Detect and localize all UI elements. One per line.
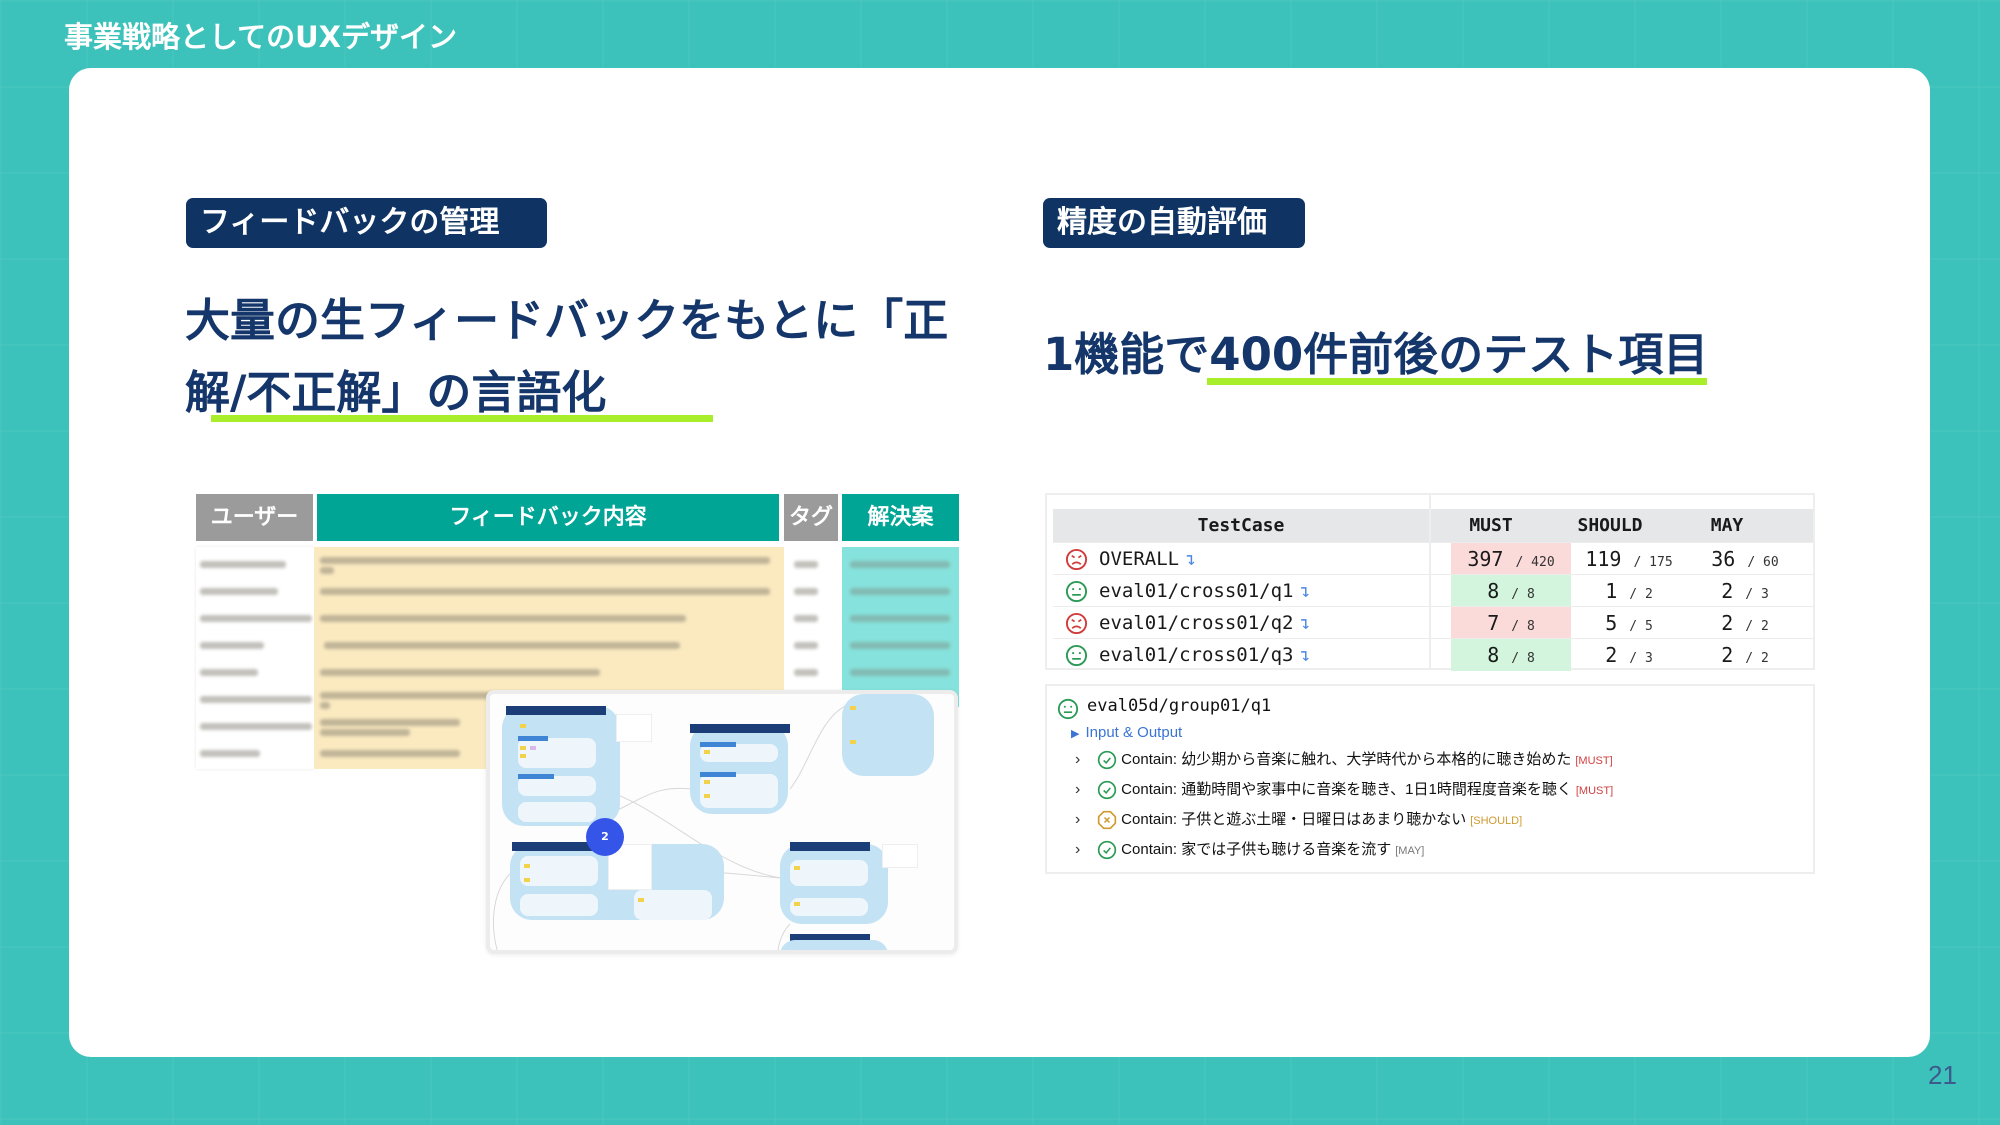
comment-count-badge: 2	[586, 818, 624, 856]
table-row	[196, 665, 959, 692]
column-header-tag: タグ	[784, 494, 838, 541]
jump-arrow-icon[interactable]: ↴	[1299, 645, 1311, 666]
check-item[interactable]: › Contain: 子供と遊ぶ土曜・日曜日はあまり聴かない[SHOULD]	[1075, 808, 1522, 836]
detail-testcase-title: eval05d/group01/q1	[1087, 696, 1272, 716]
check-item[interactable]: › Contain: 通勤時間や家事中に音楽を聴き、1日1時間程度音楽を聴く[M…	[1075, 778, 1613, 806]
right-headline-underline	[1207, 378, 1707, 385]
testcase-name: OVERALL	[1099, 548, 1180, 570]
column-header-may: MAY	[1710, 515, 1744, 536]
testcase-name: eval01/cross01/q1	[1099, 580, 1294, 602]
should-score: 1 / 2	[1605, 579, 1653, 603]
must-score: 397 / 420	[1451, 543, 1571, 575]
column-header-must: MUST	[1469, 515, 1513, 536]
may-score: 2 / 2	[1721, 643, 1769, 667]
tag-column	[784, 547, 840, 707]
user-column	[196, 547, 314, 769]
table-row	[196, 611, 959, 638]
column-header-user: ユーザー	[196, 494, 313, 541]
page-number: 21	[1928, 1060, 1957, 1090]
should-score: 2 / 3	[1605, 643, 1653, 667]
column-header-testcase: TestCase	[1197, 515, 1285, 536]
chevron-right-icon[interactable]: ›	[1075, 781, 1081, 798]
check-circle-icon	[1098, 750, 1117, 770]
left-headline-line1: 大量の生フィードバックをもとに「正	[185, 294, 949, 347]
table-row	[196, 746, 959, 773]
slide-title: 事業戦略としてのUXデザイン	[64, 20, 458, 54]
sad-face-icon	[1065, 612, 1088, 635]
table-row	[196, 584, 959, 611]
table-row	[196, 557, 959, 584]
chevron-right-icon[interactable]: ›	[1075, 841, 1081, 858]
neutral-face-icon	[1065, 644, 1088, 667]
jump-arrow-icon[interactable]: ↴	[1299, 613, 1311, 634]
expand-triangle-icon: ▶	[1071, 728, 1080, 740]
testcase-row[interactable]: eval01/cross01/q3↴ 8 / 8 2 / 3 2 / 2	[1053, 638, 1813, 671]
testcase-table: TestCase MUST SHOULD MAY OVERALL↴ 397 / …	[1045, 493, 1815, 671]
level-tag: [SHOULD]	[1470, 815, 1523, 827]
should-score: 119 / 175	[1585, 547, 1673, 571]
may-score: 36 / 60	[1711, 547, 1779, 571]
testcase-name: eval01/cross01/q3	[1099, 644, 1294, 666]
must-score: 8 / 8	[1451, 575, 1571, 607]
check-circle-icon	[1098, 840, 1117, 860]
column-header-should: SHOULD	[1577, 515, 1643, 536]
jump-arrow-icon[interactable]: ↴	[1299, 581, 1311, 602]
may-score: 2 / 3	[1721, 579, 1769, 603]
chevron-right-icon[interactable]: ›	[1075, 811, 1081, 828]
jump-arrow-icon[interactable]: ↴	[1185, 549, 1196, 570]
should-score: 5 / 5	[1605, 611, 1653, 635]
column-header-feedback: フィードバック内容	[317, 494, 779, 541]
solution-column	[842, 547, 959, 707]
left-headline-line2: 解/不正解」の言語化	[185, 366, 607, 419]
table-row	[196, 638, 959, 665]
section-badge-evaluation: 精度の自動評価	[1043, 198, 1305, 248]
left-headline-underline	[211, 415, 713, 422]
level-tag: [MUST]	[1575, 755, 1613, 767]
testcase-row[interactable]: eval01/cross01/q1↴ 8 / 8 1 / 2 2 / 3	[1053, 574, 1813, 607]
level-tag: [MAY]	[1395, 845, 1425, 857]
may-score: 2 / 2	[1721, 611, 1769, 635]
testcase-row[interactable]: eval01/cross01/q2↴ 7 / 8 5 / 5 2 / 2	[1053, 606, 1813, 639]
section-badge-feedback: フィードバックの管理	[186, 198, 547, 248]
testcase-row-overall[interactable]: OVERALL↴ 397 / 420 119 / 175 36 / 60	[1053, 542, 1813, 575]
must-score: 7 / 8	[1451, 607, 1571, 639]
sad-face-icon	[1065, 548, 1088, 571]
x-circle-icon	[1098, 810, 1117, 830]
check-circle-icon	[1098, 780, 1117, 800]
testcase-table-header	[1053, 509, 1813, 542]
input-output-toggle[interactable]: ▶Input & Output	[1071, 724, 1183, 741]
column-header-solution: 解決案	[842, 494, 959, 541]
testcase-name: eval01/cross01/q2	[1099, 612, 1294, 634]
mindmap-node	[842, 694, 934, 776]
check-item[interactable]: › Contain: 幼少期から音楽に触れ、大学時代から本格的に聴き始めた[MU…	[1075, 748, 1613, 776]
must-score: 8 / 8	[1451, 639, 1571, 671]
neutral-face-icon	[1057, 698, 1079, 720]
chevron-right-icon[interactable]: ›	[1075, 751, 1081, 768]
feedback-table-screenshot: ユーザー フィードバック内容 タグ 解決案	[196, 494, 959, 769]
table-row	[196, 719, 959, 746]
right-headline: 1機能で400件前後のテスト項目	[1043, 328, 1709, 381]
neutral-face-icon	[1065, 580, 1088, 603]
mindmap-node-title	[506, 706, 606, 715]
level-tag: [MUST]	[1575, 785, 1614, 797]
testcase-detail-panel: eval05d/group01/q1 ▶Input & Output › Con…	[1045, 684, 1815, 874]
mindmap-screenshot: 2	[486, 690, 958, 954]
check-item[interactable]: › Contain: 家では子供も聴ける音楽を流す[MAY]	[1075, 838, 1424, 866]
